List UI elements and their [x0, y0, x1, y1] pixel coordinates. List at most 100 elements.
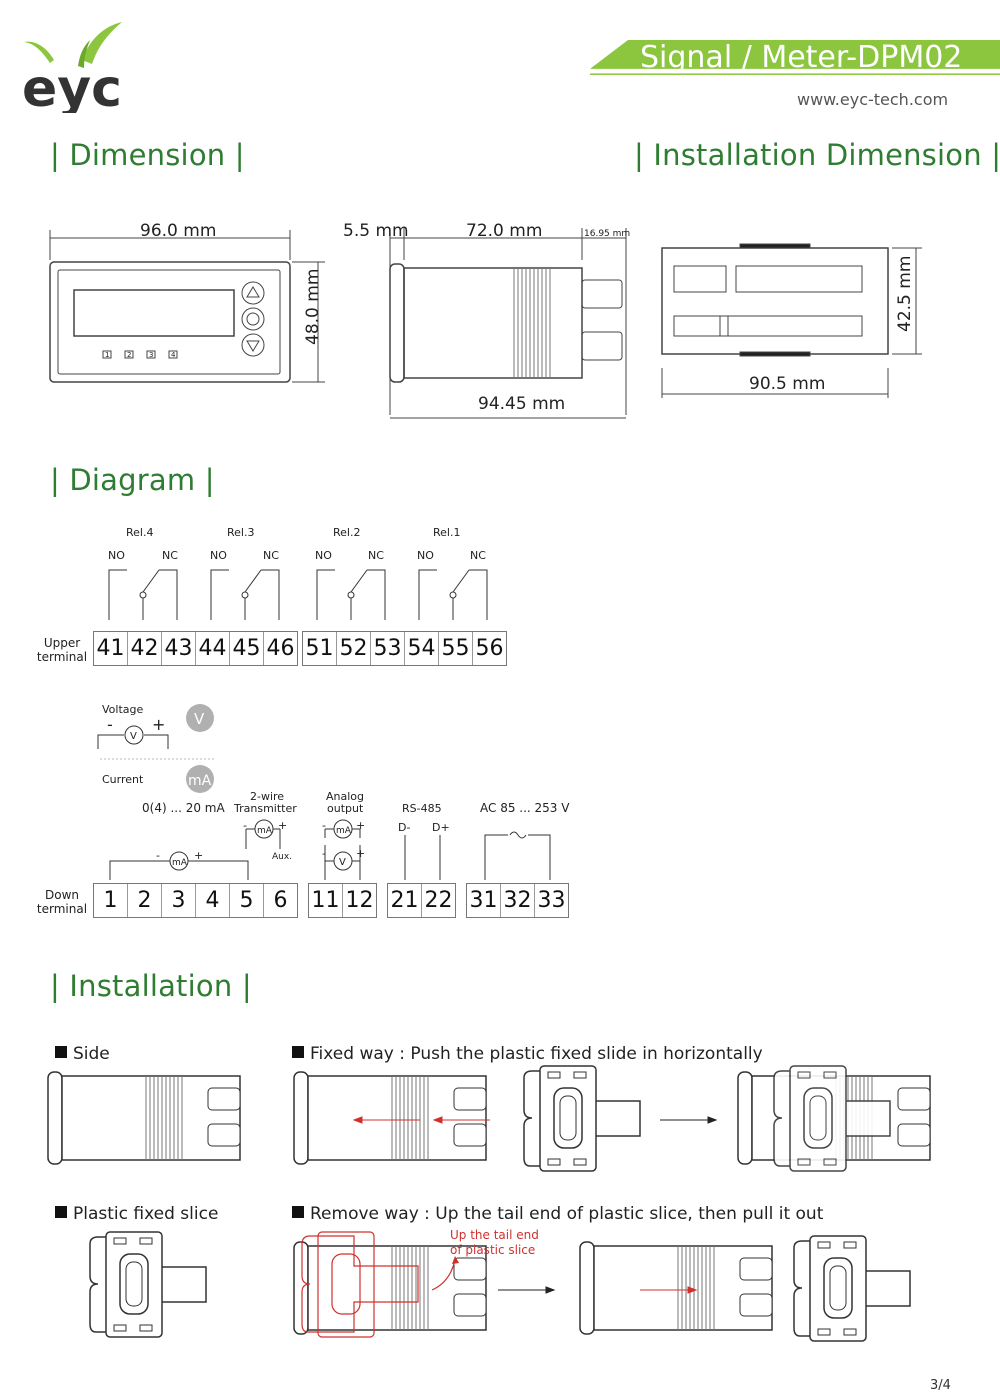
current-plus: + — [194, 849, 203, 862]
transmitter-plus: + — [278, 819, 287, 832]
terminal-6: 6 — [273, 888, 288, 913]
subhead-fixed-way: Fixed way : Push the plastic fixed slide… — [292, 1044, 763, 1064]
terminal-21: 21 — [388, 884, 422, 917]
terminal-45: 45 — [230, 632, 264, 665]
terminal-5: 5 — [230, 884, 264, 917]
meter-v-analog: V — [339, 857, 346, 868]
subhead-side: Side — [55, 1044, 110, 1064]
analog-v-plus: + — [356, 847, 365, 860]
meter-ma-transmitter: mA — [257, 826, 273, 836]
current-label: Current — [102, 773, 144, 786]
terminal-22: 22 — [424, 888, 453, 913]
subhead-plastic-slice: Plastic fixed slice — [55, 1204, 218, 1224]
analog-ma-minus: - — [322, 819, 326, 832]
analog-label-1: Analog — [326, 790, 364, 803]
relay-3-label: Rel.3 — [227, 526, 254, 539]
terminal-32: 32 — [501, 884, 535, 917]
meter-ma-current: mA — [172, 858, 188, 868]
terminal-3: 3 — [162, 884, 196, 917]
terminal-11: 11 — [309, 884, 343, 917]
aux-label: Aux. — [272, 852, 292, 862]
dim-front-width: 96.0 mm — [140, 221, 216, 241]
down-terminal-group-analog: 11 12 — [308, 883, 377, 918]
relay-2-label: Rel.2 — [333, 526, 360, 539]
relay-1-symbol — [418, 569, 488, 620]
rs485-d-minus: D- — [398, 821, 410, 834]
upper-terminal-strip: 41 42 43 44 45 46 51 52 53 54 55 56 — [93, 631, 507, 666]
relay-2-no: NO — [315, 549, 332, 562]
voltage-label: Voltage — [102, 703, 143, 716]
relay-2-symbol — [316, 569, 386, 620]
svg-text:mA: mA — [188, 773, 212, 789]
terminal-55: 55 — [439, 632, 473, 665]
dim-front-height: 48.0 mm — [303, 269, 323, 345]
dim-side-total: 94.45 mm — [478, 394, 565, 414]
terminal-12: 12 — [345, 888, 374, 913]
input-wiring: Voltage - + Current 0(4) ... 20 mA 2-wir… — [97, 703, 570, 880]
terminal-31: 31 — [467, 884, 501, 917]
down-terminal-strip: 1 2 3 4 5 6 11 12 21 22 31 32 33 — [93, 883, 569, 918]
upper-terminal-group-4x: 41 42 43 44 45 46 — [93, 631, 298, 666]
terminal-46: 46 — [266, 636, 295, 661]
dim-side-bezel: 5.5 mm — [343, 221, 409, 241]
dim-side-terminal: 16.95 mm — [584, 229, 630, 239]
analog-v-minus: - — [322, 847, 326, 860]
analog-label-2: output — [327, 802, 364, 815]
relay-4-symbol — [108, 569, 178, 620]
terminal-2: 2 — [128, 884, 162, 917]
down-terminal-group-input: 1 2 3 4 5 6 — [93, 883, 298, 918]
voltage-badge: V — [186, 704, 214, 732]
relay-1-nc: NC — [470, 549, 486, 562]
terminal-52: 52 — [337, 632, 371, 665]
rs485-label: RS-485 — [402, 802, 442, 815]
section-title-installation-dimension: | Installation Dimension | — [634, 138, 1000, 172]
down-terminal-group-power: 31 32 33 — [466, 883, 569, 918]
relay-4-nc: NC — [162, 549, 178, 562]
relay-wiring: Rel.4 Rel.3 Rel.2 Rel.1 NO NC NO NC NO N… — [108, 526, 488, 620]
front-led-1: 1 — [105, 351, 109, 359]
terminal-56: 56 — [475, 636, 504, 661]
transmitter-minus: - — [243, 819, 247, 832]
terminal-33: 33 — [537, 888, 566, 913]
transmitter-label-1: 2-wire — [250, 790, 284, 803]
subhead-remove-way: Remove way : Up the tail end of plastic … — [292, 1204, 823, 1224]
current-minus: - — [156, 849, 160, 862]
eyc-logo: eyc — [22, 22, 122, 113]
front-led-4: 4 — [171, 351, 176, 359]
analog-ma-plus: + — [356, 819, 365, 832]
rs485-d-plus: D+ — [432, 821, 450, 834]
terminal-1: 1 — [94, 884, 128, 917]
relay-4-no: NO — [108, 549, 125, 562]
terminal-41: 41 — [94, 632, 128, 665]
logo-leaf-left — [24, 41, 54, 63]
terminal-43: 43 — [162, 632, 196, 665]
relay-2-nc: NC — [368, 549, 384, 562]
dim-side-body: 72.0 mm — [466, 221, 542, 241]
website-url[interactable]: www.eyc-tech.com — [797, 90, 949, 109]
voltage-minus: - — [107, 715, 113, 734]
dim-cutout-width: 90.5 mm — [749, 374, 825, 394]
terminal-42: 42 — [128, 632, 162, 665]
section-title-installation: | Installation | — [50, 969, 252, 1003]
terminal-4: 4 — [196, 884, 230, 917]
front-led-2: 2 — [127, 351, 131, 359]
relay-1-label: Rel.1 — [433, 526, 460, 539]
relay-1-no: NO — [417, 549, 434, 562]
current-range: 0(4) ... 20 mA — [142, 801, 225, 815]
terminal-51: 51 — [303, 632, 337, 665]
relay-3-symbol — [210, 569, 280, 620]
upper-terminal-group-5x: 51 52 53 54 55 56 — [302, 631, 507, 666]
section-title-dimension: | Dimension | — [50, 138, 245, 172]
page-number: 3/4 — [930, 1378, 951, 1393]
power-label: AC 85 ... 253 V — [480, 801, 570, 815]
title-banner — [590, 40, 1000, 75]
remove-note-line-1: Up the tail end — [450, 1228, 539, 1242]
relay-3-no: NO — [210, 549, 227, 562]
terminal-44: 44 — [196, 632, 230, 665]
remove-note-line-2: of plastic slice — [450, 1243, 535, 1257]
document-title: Signal / Meter-DPM02 — [640, 40, 963, 75]
logo-text: eyc — [22, 59, 122, 113]
meter-ma-analog: mA — [336, 826, 352, 836]
svg-text:V: V — [194, 710, 205, 728]
